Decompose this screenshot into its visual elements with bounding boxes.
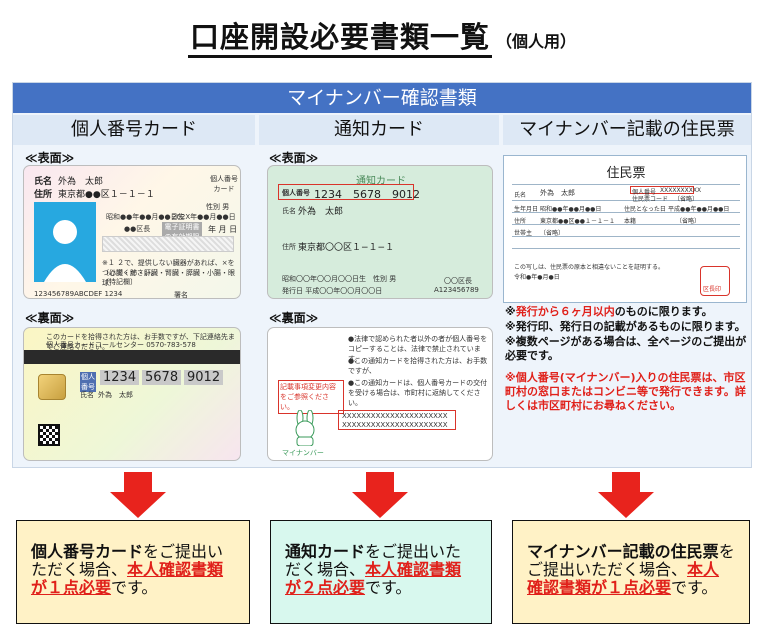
card-serial: 123456789ABCDEF 1234 (34, 290, 123, 298)
back-callcenter: 個人番号カードコールセンター 0570-783-578 (46, 341, 196, 349)
page-title: 口座開設必要書類一覧 (187, 20, 492, 58)
notice-number-label: 個人番号 (282, 189, 310, 197)
juminhyo-number-highlight (630, 186, 694, 194)
note-item: ※複数ページがある場合は、全ページのご提出が必要です。 (505, 335, 747, 362)
card-logo: 個人番号カード (210, 175, 238, 193)
juminhyo-name: 外為 太郎 (540, 189, 575, 197)
mynumber-card-back: このカードを拾得された方は、お手数ですが、下記連絡先までご連絡ください。 個人番… (23, 327, 241, 461)
juminhyo-notes: ※発行から６ヶ月以内のものに限ります。 ※発行印、発行日の記載があるものに限りま… (505, 305, 751, 414)
back-label: ≪裏面≫ (25, 311, 75, 325)
juminhyo-number: XXXXXXXXXX (660, 187, 702, 194)
juminhyo-birth-label: 生年月日 (514, 206, 539, 213)
note-red-item: ※個人番号(マイナンバー)入りの住民票は、市区町村の窓口またはコンビニ等で発行で… (505, 371, 746, 412)
juminhyo-birth: 昭和●●年●●月●●日 (540, 206, 602, 213)
notice-back-code1: XXXXXXXXXXXXXXXXXXXXXX (342, 412, 448, 420)
notice-number: 1234 5678 9012 (314, 188, 420, 201)
notice-name-label: 氏名 (282, 207, 296, 215)
front-label: ≪表面≫ (25, 151, 75, 165)
card-number-area (102, 236, 234, 252)
notice-back-line2: ●この通知カードを拾得された方は、お手数ですが、 (348, 357, 488, 375)
card-sex: 性別 男 (206, 203, 230, 211)
down-arrow-icon (598, 472, 654, 518)
card-sign: 署名 (174, 291, 188, 299)
documents-panel: マイナンバー確認書類 個人番号カード 通知カード マイナンバー記載の住民票 ≪表… (12, 82, 752, 468)
back-header-text: このカードを拾得された方は、お手数ですが、下記連絡先までご連絡ください。 (46, 333, 235, 351)
back-number-label: 個人番号 (80, 372, 96, 392)
mascot-rabbit-icon (295, 410, 315, 446)
notice-card-front: 通知カード 個人番号 1234 5678 9012 氏名 外為 太郎 住所 東京… (267, 165, 493, 299)
juminhyo-code-label: 住民票コード (632, 196, 669, 203)
card-birth: 昭和●●年●●月●●日生 (106, 213, 185, 221)
requirement-box-juminhyo: マイナンバー記載の住民票をご提出いただく場合、本人確認書類が１点必要です。 (512, 520, 750, 624)
card-photo (34, 202, 96, 282)
card-address-label: 住所 (34, 190, 53, 200)
juminhyo-seal-icon: 区長印 (700, 266, 730, 296)
magnetic-stripe (24, 350, 240, 364)
panel-header: マイナンバー確認書類 (13, 83, 751, 113)
card-address: 東京都●●区１－１－１ (58, 190, 155, 200)
card-note2: 〔心臓・肺・肝臓・腎臓・膵臓・小腸・眼球〕 (102, 269, 235, 287)
juminhyo-code-value: 〔省略〕 (674, 196, 699, 203)
juminhyo-seal-text: 区長印 (703, 286, 722, 293)
requirement-box-mynumber-card: 個人番号カードをご提出いただく場合、本人確認書類が１点必要です。 (16, 520, 250, 624)
notice-title: 通知カード (356, 176, 406, 187)
juminhyo-address: 東京都●●区●●１－１－１ (540, 218, 615, 225)
notice-number-highlight (278, 184, 414, 200)
juminhyo-number-label: 個人番号 (632, 189, 657, 196)
back-name-label: 氏名 (80, 391, 94, 399)
notice-back-code-highlight (338, 410, 456, 430)
page-subtitle: （個人用） (496, 32, 577, 51)
qr-code-icon (38, 424, 60, 446)
juminhyo-householder-label: 世帯主 (514, 230, 533, 237)
mynumber-card-front: 氏名 外為 太郎 住所 東京都●●区１－１－１ 個人番号カード 性別 男 昭和●… (23, 165, 241, 299)
column-head-juminhyo: マイナンバー記載の住民票 (503, 115, 751, 145)
note-item: ※発行印、発行日の記載があるものに限ります。 (505, 320, 746, 333)
person-silhouette-icon (44, 220, 86, 282)
notice-back-line1: ●法律で認められた者以外の者が個人番号をコピーすることは、法律で禁止されています… (348, 335, 488, 363)
juminhyo-householder-value: 〔省略〕 (540, 230, 565, 237)
back-num2: 5678 (142, 370, 182, 385)
notice-issue: 発行日 平成〇〇年〇〇月〇〇日 (282, 287, 383, 295)
back-num3: 9012 (184, 370, 224, 385)
notice-back-line3: ●この通知カードは、個人番号カードの交付を受ける場合は、市町村に返納してください… (348, 379, 488, 407)
notice-birth: 昭和〇〇年〇〇月〇〇日生 性別 男 (282, 275, 397, 283)
requirement-box-notice-card: 通知カードをご提出いただく場合、本人確認書類が２点必要です。 (270, 520, 492, 624)
notice-back-code2: XXXXXXXXXXXXXXXXXXXXXX (342, 421, 448, 429)
notice-card-back: ●法律で認められた者以外の者が個人番号をコピーすることは、法律で禁止されています… (267, 327, 493, 461)
juminhyo-registry-value: 〔省略〕 (676, 218, 701, 225)
card-note3: 〔特記欄〕 (102, 278, 137, 286)
notice-address-label: 住所 (282, 243, 296, 251)
column-head-mynumber-card: 個人番号カード (13, 115, 255, 145)
title-area: 口座開設必要書類一覧（個人用） (0, 14, 764, 58)
notice-issuer: 〇〇区長 (444, 277, 472, 285)
down-arrow-icon (352, 472, 408, 518)
notice-front-label: ≪表面≫ (269, 151, 319, 165)
card-note1: ※１ ２で、提供しない臓器があれば、×をつけてください。 (102, 259, 235, 277)
notice-back-label: ≪裏面≫ (269, 311, 319, 325)
card-name: 外為 太郎 (58, 177, 104, 187)
card-city: ●●区長 (124, 225, 151, 233)
back-num1: 1234 (100, 370, 140, 385)
juminhyo-document: 住民票 氏名 外為 太郎 個人番号 XXXXXXXXXX 住民票コード 〔省略〕… (503, 155, 747, 303)
juminhyo-date: 令和●年●月●日 (514, 274, 560, 281)
notice-name: 外為 太郎 (298, 207, 344, 217)
juminhyo-address-label: 住所 (514, 218, 527, 225)
card-name-label: 氏名 (34, 177, 53, 187)
juminhyo-name-label: 氏名 (514, 192, 527, 199)
juminhyo-registry-label: 本籍 (624, 218, 637, 225)
back-name: 外為 太郎 (98, 391, 133, 399)
column-head-notice-card: 通知カード (259, 115, 499, 145)
juminhyo-move-label: 住民となった日 (624, 206, 666, 213)
juminhyo-footer: この写しは、住民票の原本と相違ないことを証明する。 (514, 264, 665, 271)
notice-code: A123456789 (434, 286, 479, 294)
notice-back-change-box: 記載事項変更内容をご参照ください。 (278, 380, 344, 414)
down-arrow-icon (110, 472, 166, 518)
ic-chip-icon (38, 374, 66, 400)
notice-back-mascot-label: マイナンバー (282, 449, 324, 457)
notice-address: 東京都〇〇区１−１−１ (298, 243, 395, 253)
card-ymd: 年 月 日 (208, 225, 238, 234)
juminhyo-title: 住民票 (606, 166, 646, 181)
note-item: ※発行から６ヶ月以内のものに限ります。 (505, 305, 713, 318)
juminhyo-move-date: 平成●●年●●月●●日 (668, 206, 730, 213)
